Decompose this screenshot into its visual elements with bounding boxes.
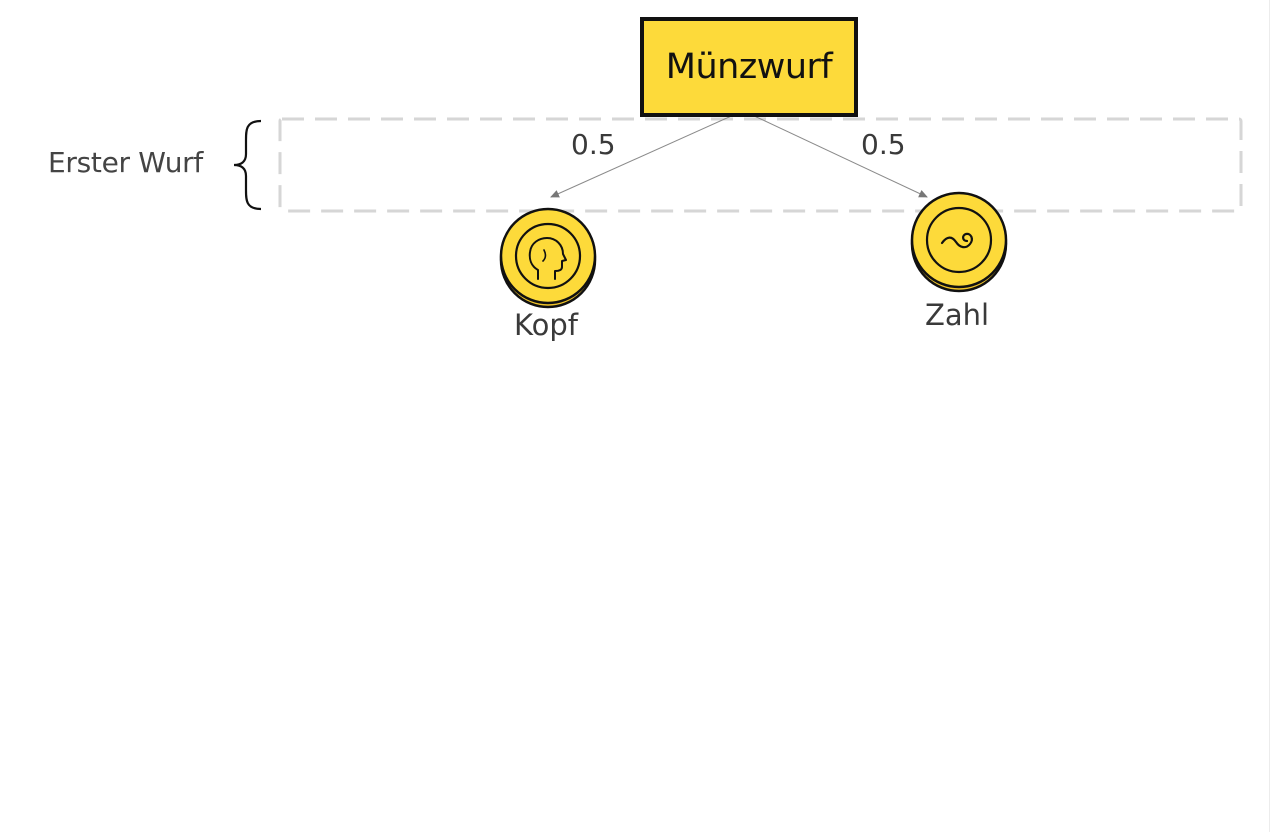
branch-probability-right: 0.5: [861, 128, 906, 161]
branch-edge-left: [550, 112, 739, 198]
curly-brace: [233, 119, 262, 211]
coin-tail-icon: [910, 191, 1008, 293]
level-label: Erster Wurf: [48, 146, 203, 179]
branch-probability-left: 0.5: [571, 128, 616, 161]
outcome-label-kopf: Kopf: [514, 308, 578, 342]
coin-head-icon: [499, 207, 597, 309]
root-node: Münzwurf: [640, 17, 858, 117]
root-node-label: Münzwurf: [665, 47, 833, 87]
outcome-label-zahl: Zahl: [925, 298, 990, 332]
branch-edge-right: [747, 112, 928, 198]
level-frame: [278, 117, 1243, 213]
